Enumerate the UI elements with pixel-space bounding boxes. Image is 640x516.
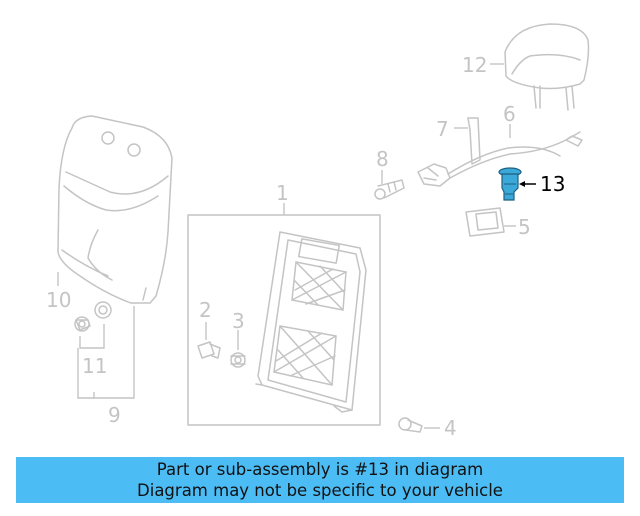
part-3-nut [230,352,246,368]
callout-9: 9 [108,403,121,427]
part-1-seat-back-frame [255,231,367,413]
part-2-bolt [197,341,221,359]
part-8-bolt [374,179,405,200]
callout-8: 8 [376,147,389,171]
callout-13: 13 [540,172,565,196]
banner-line-1: Part or sub-assembly is #13 in diagram [156,460,484,479]
part-6-release-cable [417,131,583,187]
callout-10: 10 [46,288,71,312]
callout-1: 1 [276,181,289,205]
callout-2: 2 [199,298,212,322]
callout-12: 12 [462,53,487,77]
callout-5: 5 [518,215,531,239]
part-11-nut-and-washer [74,301,112,332]
part-13-body [501,173,519,201]
part-5-switch [465,207,505,237]
callout-3: 3 [232,309,245,333]
part-12-headrest [504,23,590,111]
part-13-highlighted-guide [498,167,522,201]
callout-6: 6 [503,102,516,126]
callout-4: 4 [444,416,457,440]
info-banner: Part or sub-assembly is #13 in diagram D… [16,457,624,503]
callout-7: 7 [436,117,449,141]
banner-line-2: Diagram may not be specific to your vehi… [137,481,503,500]
callout-11: 11 [82,354,107,378]
part-10-seat-back-cover [57,115,173,304]
part-4-clip [398,417,423,433]
part-7-bracket [467,117,481,165]
